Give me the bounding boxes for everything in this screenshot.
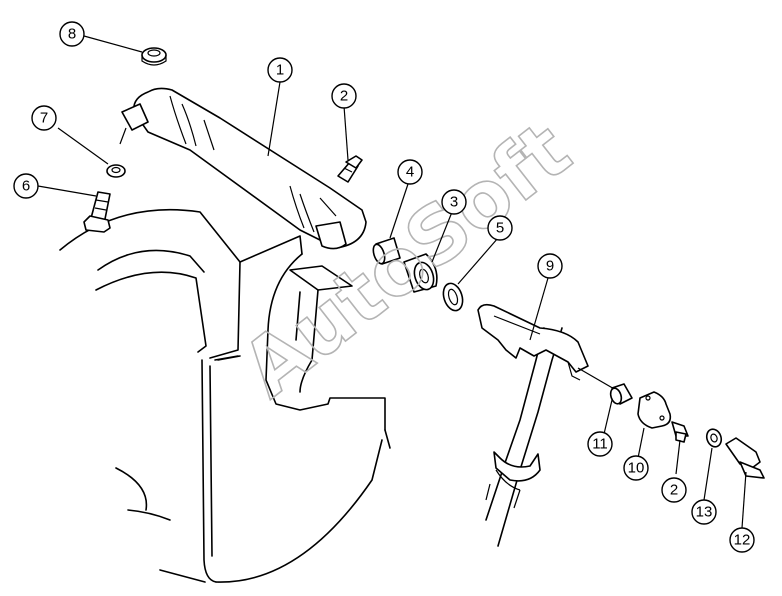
callout-label-7: 7 (40, 110, 48, 127)
grease-fitting-2b (671, 421, 689, 443)
callout-label-3: 3 (450, 194, 458, 211)
leader-lines (37, 35, 747, 529)
bushing-3 (403, 253, 438, 293)
callout-label-5: 5 (496, 220, 504, 237)
callout-8: 8 (59, 21, 85, 47)
callout-9: 9 (537, 253, 563, 279)
bolt-6 (83, 191, 111, 233)
callout-label-2a: 2 (340, 88, 348, 105)
callout-4: 4 (397, 159, 423, 185)
grease-fitting-2a (337, 155, 363, 183)
callout-label-13: 13 (696, 504, 713, 521)
washer-7 (106, 164, 126, 178)
callout-5: 5 (487, 215, 513, 241)
bushing-11 (609, 383, 633, 405)
callout-2b: 2 (661, 477, 687, 503)
callout-label-9: 9 (546, 258, 554, 275)
callout-label-10: 10 (628, 460, 645, 477)
washer-13 (705, 428, 723, 448)
machine-body (59, 208, 391, 583)
callout-2a: 2 (331, 83, 357, 109)
callout-6: 6 (13, 173, 39, 199)
callout-label-4: 4 (406, 164, 414, 181)
tube-assembly (119, 87, 367, 250)
washer-8 (141, 47, 167, 66)
washer-5 (442, 282, 464, 312)
callout-label-8: 8 (68, 26, 76, 43)
callout-label-12: 12 (734, 532, 751, 549)
callout-label-2b: 2 (670, 482, 678, 499)
callout-1: 1 (267, 57, 293, 83)
callout-7: 7 (31, 105, 57, 131)
callout-label-1: 1 (276, 62, 284, 79)
plate-10 (637, 391, 672, 429)
bolt-12 (725, 437, 765, 479)
bushing-4 (372, 237, 401, 265)
callout-3: 3 (441, 189, 467, 215)
callout-label-11: 11 (592, 436, 608, 453)
callout-10: 10 (623, 455, 649, 481)
steering-column-9 (477, 303, 589, 547)
callout-12: 12 (729, 527, 755, 553)
callout-13: 13 (691, 499, 717, 525)
callout-label-6: 6 (22, 178, 30, 195)
callout-11: 11 (587, 431, 613, 457)
